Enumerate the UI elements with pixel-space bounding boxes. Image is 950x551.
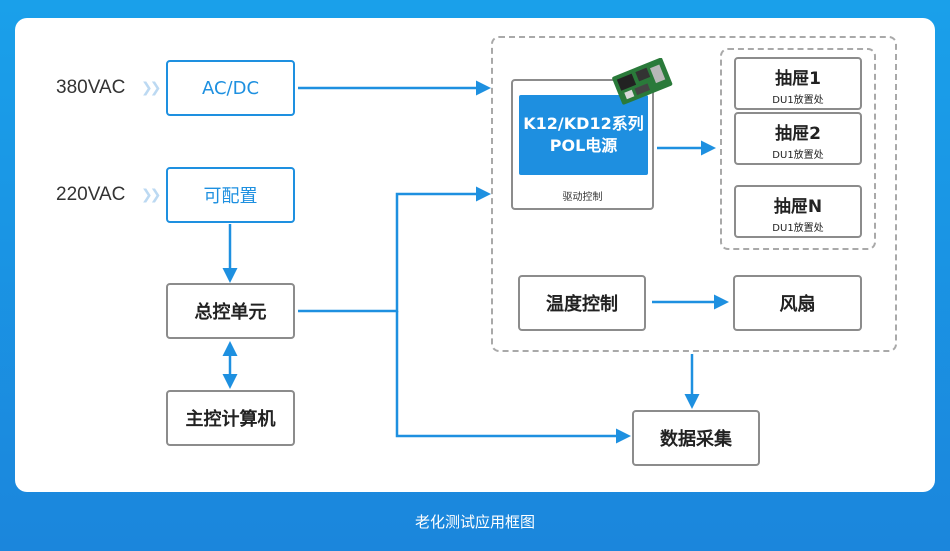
drawer-1-title: 抽屉1 [775, 69, 821, 89]
data-acquisition-box: 数据采集 [632, 410, 760, 466]
fan-label: 风扇 [779, 294, 816, 315]
drawer-2-sub: DU1放置处 [772, 150, 824, 161]
drawer-group [720, 48, 876, 250]
fan-box: 风扇 [733, 275, 862, 331]
pol-module-line2: POL电源 [549, 136, 618, 155]
drawer-2: 抽屉2 DU1放置处 [734, 112, 862, 165]
double-chevron-icon: ❯❯ [141, 187, 162, 203]
acdc-label: AC/DC [201, 77, 260, 99]
figure-caption: 老化测试应用框图 [414, 513, 535, 531]
host-computer-box: 主控计算机 [166, 390, 295, 446]
pol-module-box: K12/KD12系列 POL电源 驱动控制 [511, 79, 654, 210]
temp-control-box: 温度控制 [518, 275, 646, 331]
master-unit-label: 总控单元 [194, 302, 267, 323]
drive-control-caption: 驱动控制 [562, 192, 603, 203]
aging-system-group [491, 36, 897, 352]
input-220vac-label: 220VAC [56, 184, 126, 205]
double-chevron-icon: ❯❯ [141, 80, 162, 96]
input-380vac-label: 380VAC [56, 77, 126, 98]
data-acquisition-label: 数据采集 [660, 429, 732, 450]
drawer-1: 抽屉1 DU1放置处 [734, 57, 862, 110]
drawer-n-sub: DU1放置处 [772, 223, 824, 234]
drawer-2-title: 抽屉2 [775, 124, 821, 144]
master-unit-box: 总控单元 [166, 283, 295, 339]
pol-module-line1: K12/KD12系列 [523, 114, 644, 133]
drawer-n: 抽屉N DU1放置处 [734, 185, 862, 238]
configurable-box: 可配置 [166, 167, 295, 223]
power-module-chip-icon [612, 58, 673, 105]
temp-control-label: 温度控制 [546, 294, 618, 315]
host-computer-label: 主控计算机 [185, 409, 276, 430]
arrow-master-to-module [298, 186, 491, 313]
configurable-label: 可配置 [203, 186, 258, 207]
drawer-1-sub: DU1放置处 [772, 95, 824, 106]
pol-module-label-block: K12/KD12系列 POL电源 [519, 95, 648, 175]
acdc-box: AC/DC [166, 60, 295, 116]
drawer-n-title: 抽屉N [773, 197, 823, 217]
arrow-master-to-data [395, 311, 631, 444]
